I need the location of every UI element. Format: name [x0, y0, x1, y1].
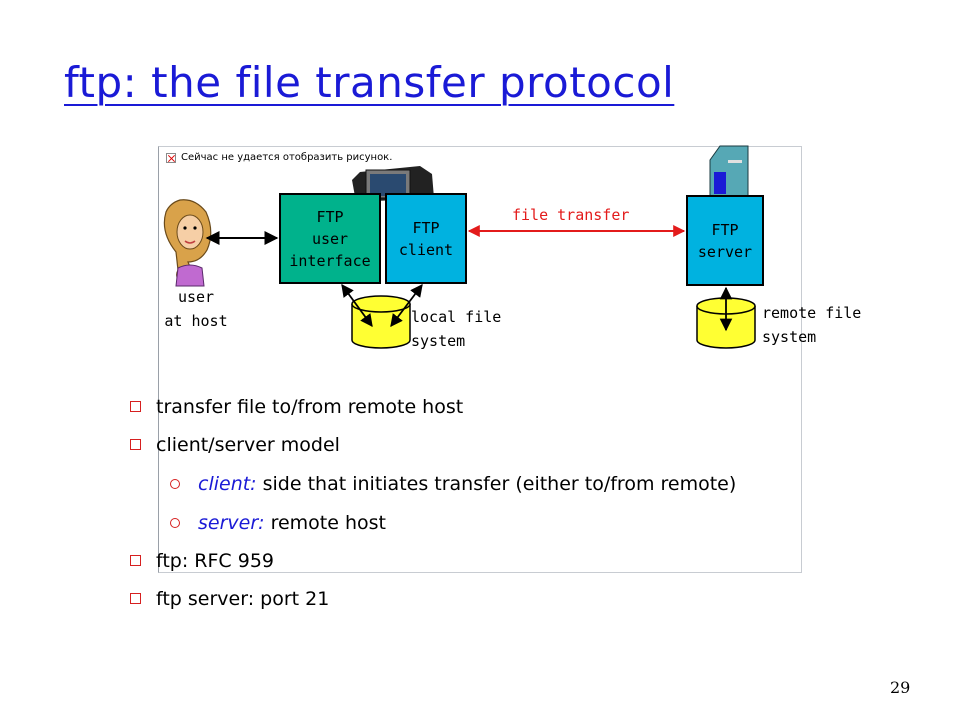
sub-bullet-item: client: side that initiates transfer (ei…: [130, 470, 850, 499]
client-disk-arrow: [390, 283, 423, 328]
ftp-client-label: FTP client: [398, 218, 454, 259]
bullet-list: transfer file to/from remote host client…: [130, 394, 850, 624]
ftp-server-label: FTP server: [697, 220, 753, 261]
broken-image-icon: [166, 152, 176, 163]
ftp-user-interface-label: FTP user interface: [289, 207, 371, 270]
ftp-client-box: FTP client: [385, 193, 467, 284]
bullet-item: ftp server: port 21: [130, 586, 850, 612]
broken-image-notice: Сейчас не удается отобразить рисунок.: [166, 152, 392, 163]
circle-bullet-icon: [170, 518, 180, 528]
server-tower-icon: [709, 145, 749, 206]
local-disk-icon: [351, 295, 411, 349]
diagram-frame: [158, 146, 802, 573]
broken-image-text: Сейчас не удается отобразить рисунок.: [181, 152, 393, 163]
bullet-item: ftp: RFC 959: [130, 548, 850, 574]
bullet-item: transfer file to/from remote host: [130, 394, 850, 420]
sub-bullet-item: server: remote host: [130, 509, 850, 538]
circle-bullet-icon: [170, 479, 180, 489]
square-bullet-icon: [130, 593, 141, 604]
ftp-user-interface-box: FTP user interface: [279, 193, 381, 284]
local-file-system-label: local file system: [411, 308, 502, 350]
ui-disk-arrow: [341, 283, 373, 328]
slide-title: ftp: the file transfer protocol: [64, 58, 675, 107]
file-transfer-label: file transfer: [512, 206, 630, 224]
user-at-host-label: user at host: [164, 288, 228, 330]
square-bullet-icon: [130, 555, 141, 566]
ftp-server-box: FTP server: [686, 195, 764, 286]
bullet-item: client/server model: [130, 432, 850, 458]
square-bullet-icon: [130, 401, 141, 412]
remote-file-system-label: remote file system: [762, 304, 862, 346]
square-bullet-icon: [130, 439, 141, 450]
page-number: 29: [890, 678, 911, 697]
user-person-icon: [163, 199, 212, 287]
